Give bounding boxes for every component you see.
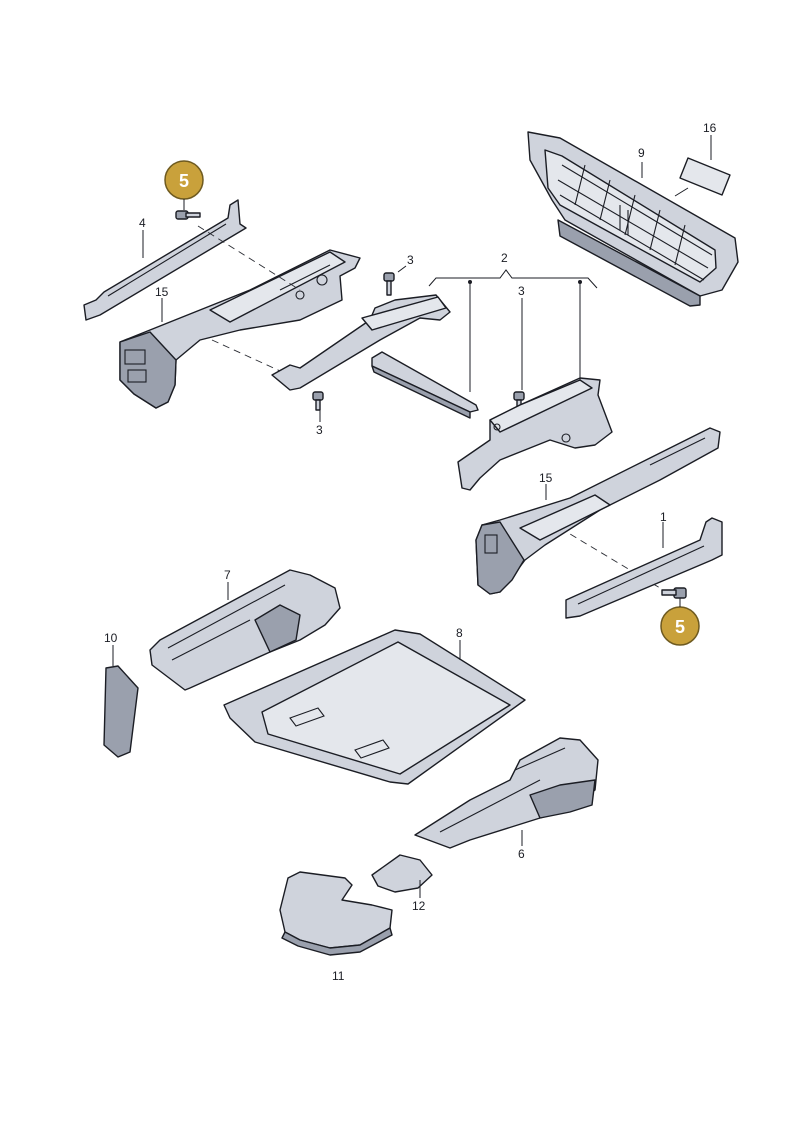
callout-7: 7 [224, 568, 231, 582]
badge-5-upper-label: 5 [179, 171, 189, 191]
callout-3-right: 3 [518, 284, 525, 298]
badge-5-upper: 5 [164, 160, 204, 210]
alignment-line [197, 225, 301, 291]
callout-11: 11 [332, 969, 345, 983]
alignment-line [211, 339, 301, 381]
part-16-label [674, 135, 731, 197]
callout-4: 4 [139, 216, 146, 230]
callout-15-upper: 15 [155, 285, 169, 299]
part-2-strap [371, 351, 479, 419]
callout-8: 8 [456, 626, 463, 640]
callout-2: 2 [501, 251, 508, 265]
part-7-side-trim [149, 569, 341, 691]
part-9-rear-panel [527, 131, 739, 307]
callout-16: 16 [703, 121, 717, 135]
callout-12: 12 [412, 899, 426, 913]
callout-6: 6 [518, 847, 525, 861]
callout-labels: 1 2 3 3 3 4 6 7 8 9 10 11 12 15 15 16 [104, 121, 717, 983]
part-6-side-trim [414, 737, 599, 849]
part-2-bracket-group [428, 269, 598, 392]
callout-9: 9 [638, 146, 645, 160]
part-10-side-panel [103, 645, 139, 758]
part-15-lower-rail [475, 427, 721, 595]
callout-15-lower: 15 [539, 471, 553, 485]
bolt-3-top [383, 265, 407, 296]
part-11-front-trim [279, 871, 393, 956]
bolt-5-lower [661, 587, 687, 599]
bolt-3-bottom [312, 391, 324, 422]
badge-5-lower: 5 [660, 598, 700, 646]
bolt-3-right [513, 298, 525, 411]
callout-3-top: 3 [407, 253, 414, 267]
bolt-5-upper [175, 210, 201, 220]
badge-5-lower-label: 5 [675, 617, 685, 637]
callout-1: 1 [660, 510, 667, 524]
callout-10: 10 [104, 631, 118, 645]
part-8-floor-mat [223, 629, 526, 785]
callout-3-bottom: 3 [316, 423, 323, 437]
part-2-bracket-left [271, 294, 451, 391]
part-2-bracket-right [457, 377, 613, 491]
part-12-clip [371, 854, 433, 898]
part-4-rail [83, 199, 247, 321]
part-1-rail [565, 517, 723, 619]
